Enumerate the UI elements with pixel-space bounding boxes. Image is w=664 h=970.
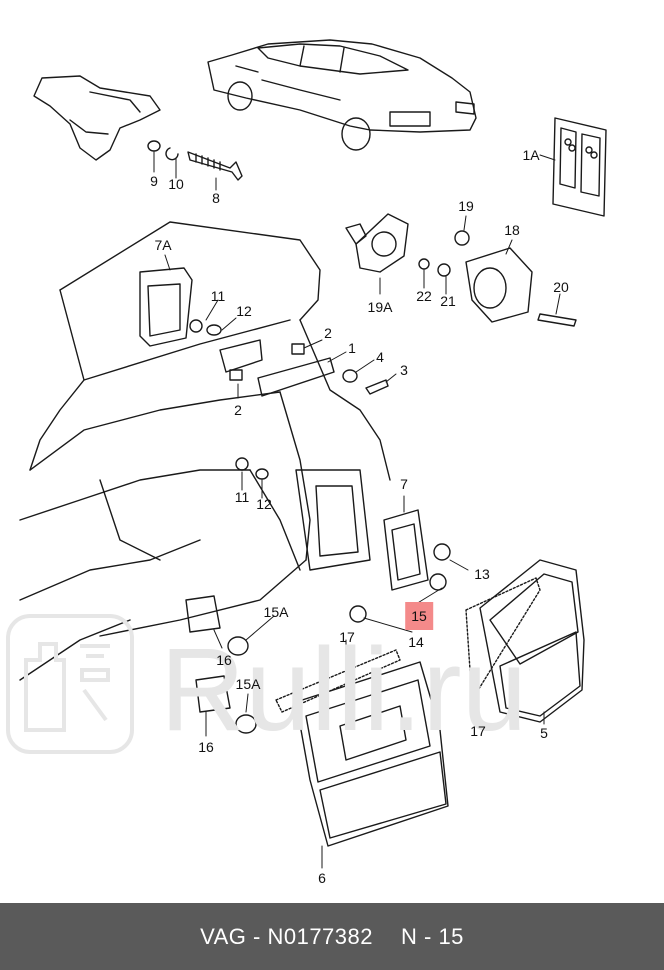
leader-lines: [153, 151, 561, 869]
callout-9: 9: [150, 173, 158, 189]
card-1A: [552, 117, 607, 217]
callout-11a: 11: [210, 288, 226, 304]
part-number: VAG - N0177382: [200, 923, 373, 949]
diagram-page: N - 15: [401, 923, 464, 949]
callout-16b: 16: [198, 739, 214, 755]
bulb-holders-16: [185, 595, 257, 734]
callout-3: 3: [400, 362, 408, 378]
callout-15ab: 15A: [235, 676, 261, 692]
car-illustration: [207, 39, 477, 151]
lamp-socket-group: [345, 213, 577, 327]
callout-14: 14: [408, 634, 424, 650]
callout-7: 7: [400, 476, 408, 492]
callout-17a: 17: [339, 629, 355, 645]
callout-15: 15: [405, 602, 433, 630]
callout-1a: 1A: [522, 147, 540, 163]
callout-22: 22: [416, 288, 432, 304]
trunk-panel-top: [33, 75, 161, 161]
callout-13: 13: [474, 566, 490, 582]
callout-19a: 19A: [367, 299, 393, 315]
lamp-6-with-gasket-17: [275, 649, 449, 847]
callout-8: 8: [212, 190, 220, 206]
callout-11b: 11: [234, 489, 250, 505]
callout-6: 6: [318, 870, 326, 886]
callout-10: 10: [168, 176, 184, 192]
callout-12a: 12: [236, 303, 252, 319]
callout-15aa: 15A: [263, 604, 289, 620]
diagram-drawing: [19, 39, 607, 869]
callout-20: 20: [553, 279, 569, 295]
callout-7a: 7A: [154, 237, 172, 253]
callout-17b: 17: [470, 723, 486, 739]
callout-16a: 16: [216, 652, 232, 668]
lamp-5-with-gasket-17: [465, 559, 585, 723]
hinge-group: [189, 319, 389, 480]
callout-1: 1: [348, 340, 356, 356]
bulb-holder-7: [349, 509, 451, 623]
footer-bar: VAG - N0177382 N - 15: [0, 903, 664, 970]
vehicle-rear-body: [19, 221, 391, 681]
callout-5: 5: [540, 725, 548, 741]
callout-2b: 2: [234, 402, 242, 418]
callout-4: 4: [376, 349, 384, 365]
bracket-7A: [139, 267, 193, 347]
callout-2a: 2: [324, 325, 332, 341]
callout-19: 19: [458, 198, 474, 214]
fastener-parts-top: [147, 140, 243, 181]
callout-12b: 12: [256, 496, 272, 512]
callout-18: 18: [504, 222, 520, 238]
callout-21: 21: [440, 293, 456, 309]
